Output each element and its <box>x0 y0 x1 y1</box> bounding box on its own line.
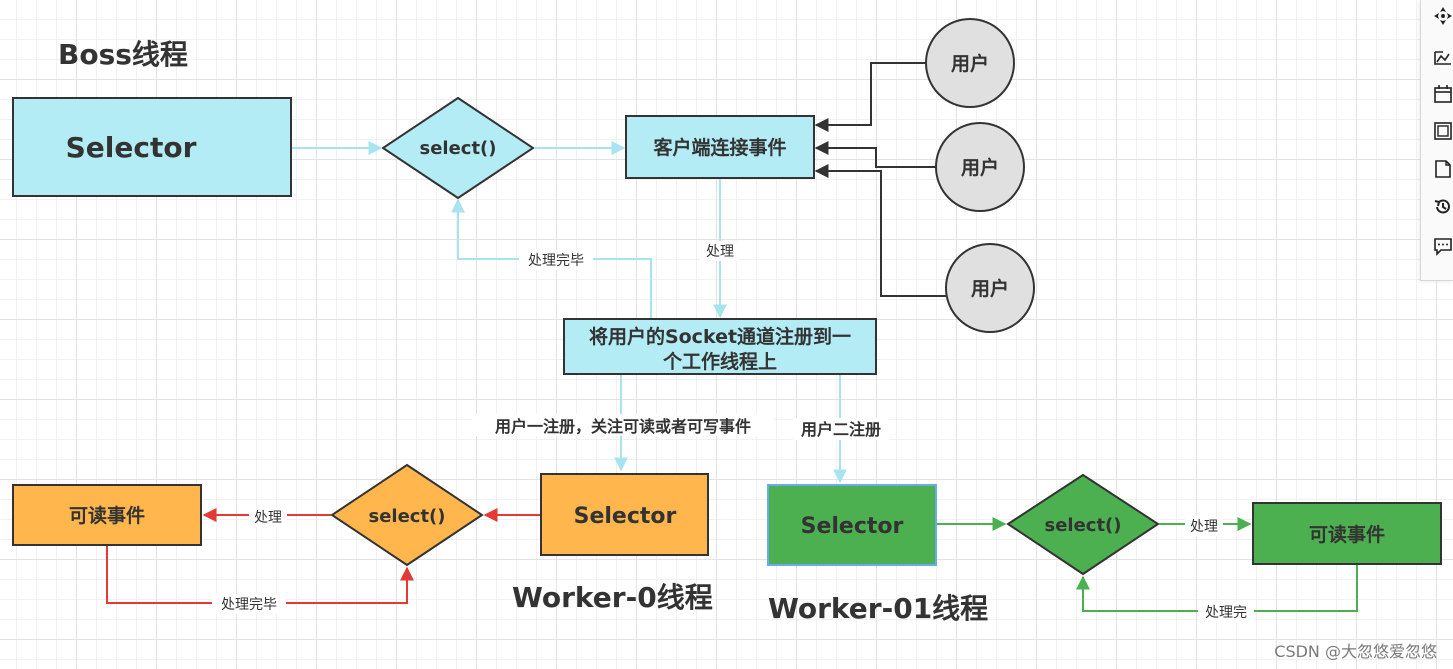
worker0-select-diamond[interactable]: select() <box>330 463 484 567</box>
worker0-selector-label: Selector <box>574 504 677 529</box>
edge-label-w0-process: 处理 <box>254 510 282 526</box>
worker0-thread-title: Worker-0线程 <box>512 581 713 614</box>
worker0-readable-event-box[interactable]: 可读事件 <box>12 484 202 546</box>
worker1-readable-event-label: 可读事件 <box>1309 523 1385 546</box>
worker1-selector-box[interactable]: Selector <box>767 484 937 566</box>
register-channel-line2: 个工作线程上 <box>662 350 777 373</box>
boss-select-diamond[interactable]: select() <box>381 96 535 200</box>
worker1-select-diamond[interactable]: select() <box>1006 473 1160 576</box>
register-channel-line1: 将用户的Socket通道注册到一 <box>589 325 851 348</box>
comment-icon[interactable] <box>1433 236 1453 260</box>
navigate-icon[interactable] <box>1433 6 1453 30</box>
edge-label-w0-done: 处理完毕 <box>221 597 277 613</box>
label-bg-user2 <box>793 418 889 440</box>
worker0-readable-event-label: 可读事件 <box>69 504 145 527</box>
boss-selector-label: Selector <box>66 131 197 164</box>
boss-select-label: select() <box>419 138 496 159</box>
user-label-3: 用户 <box>971 277 1009 300</box>
edge-user3-to-connect <box>814 164 946 297</box>
worker0-select-label: select() <box>368 506 445 527</box>
edge-user2-to-connect <box>814 141 936 168</box>
client-connect-event-label: 客户端连接事件 <box>653 136 786 159</box>
worker1-thread-title: Worker-01线程 <box>768 592 988 625</box>
user-circle-1[interactable]: 用户 <box>925 18 1015 108</box>
label-bg-process <box>700 241 740 261</box>
edge-label-process: 处理 <box>706 244 734 260</box>
right-toolbar <box>1420 0 1453 281</box>
calendar-icon[interactable] <box>1433 84 1453 108</box>
page-icon[interactable] <box>1433 159 1453 183</box>
worker1-select-label: select() <box>1044 515 1121 536</box>
shape-icon[interactable] <box>1433 48 1453 72</box>
label-bg-w1-process <box>1185 516 1223 536</box>
user-circle-3[interactable]: 用户 <box>945 243 1035 333</box>
boss-selector-box[interactable]: Selector <box>12 97 292 197</box>
label-bg-user1 <box>472 414 774 436</box>
client-connect-event-box[interactable]: 客户端连接事件 <box>625 115 815 179</box>
csdn-watermark: CSDN @大忽悠爱忽悠 <box>1274 642 1437 661</box>
register-channel-box[interactable]: 将用户的Socket通道注册到一 个工作线程上 <box>563 318 877 375</box>
user-label-2: 用户 <box>961 156 999 179</box>
history-icon[interactable] <box>1433 197 1453 221</box>
edge-label-w1-done: 处理完 <box>1205 605 1247 621</box>
label-bg-w0-process <box>249 507 287 527</box>
edge-label-user1-register: 用户一注册，关注可读或者可写事件 <box>495 417 751 436</box>
user-label-1: 用户 <box>951 52 989 75</box>
edge-label-user2-register: 用户二注册 <box>801 420 881 439</box>
worker1-selector-label: Selector <box>801 514 904 539</box>
worker1-readable-event-box[interactable]: 可读事件 <box>1252 502 1442 565</box>
boss-thread-title: Boss线程 <box>58 38 188 71</box>
worker0-selector-box[interactable]: Selector <box>540 473 709 556</box>
edge-label-done: 处理完毕 <box>528 253 584 269</box>
user-circle-2[interactable]: 用户 <box>935 122 1025 212</box>
label-bg-w0-done <box>212 594 286 614</box>
label-bg-w1-done <box>1198 602 1254 622</box>
panel-icon[interactable] <box>1433 121 1453 145</box>
label-bg-done <box>519 250 593 270</box>
edge-label-w1-process: 处理 <box>1190 519 1218 535</box>
edge-user1-to-connect <box>814 62 926 132</box>
